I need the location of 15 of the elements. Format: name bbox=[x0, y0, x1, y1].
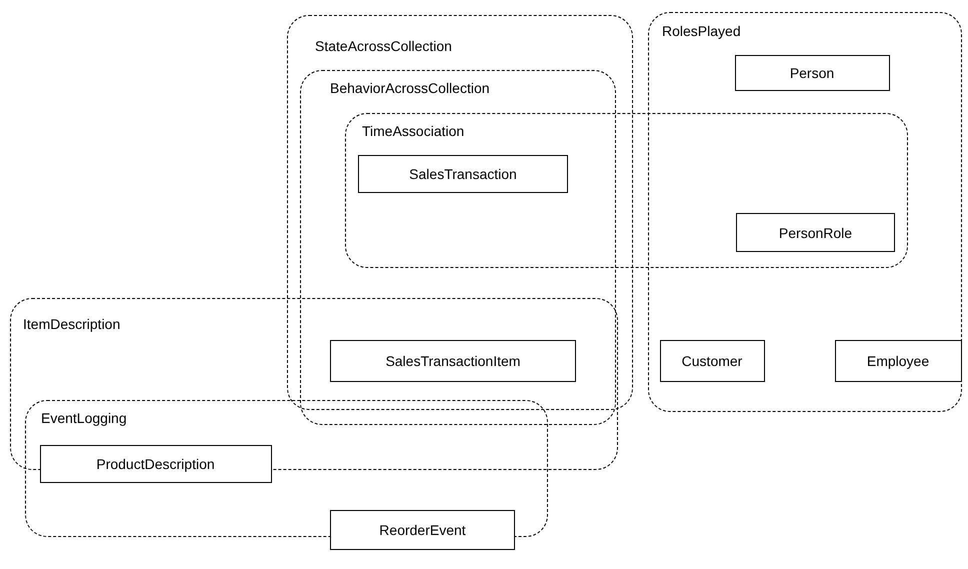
class-box: SalesTransactionItem bbox=[330, 340, 576, 382]
class-box: SalesTransaction bbox=[358, 155, 568, 193]
class-box: PersonRole bbox=[736, 213, 895, 252]
class-box: ReorderEvent bbox=[330, 510, 515, 550]
class-box: Customer bbox=[660, 340, 764, 382]
dashed-region bbox=[648, 12, 962, 412]
region-label: BehaviorAcrossCollection bbox=[330, 80, 490, 96]
region-label: EventLogging bbox=[41, 410, 127, 426]
region-label: ItemDescription bbox=[23, 316, 120, 332]
class-box: Person bbox=[734, 54, 890, 90]
region-label: TimeAssociation bbox=[362, 123, 464, 139]
class-box: Employee bbox=[834, 340, 962, 382]
class-box: ProductDescription bbox=[40, 444, 272, 482]
region-label: StateAcrossCollection bbox=[315, 38, 452, 54]
region-label: RolesPlayed bbox=[662, 23, 741, 39]
